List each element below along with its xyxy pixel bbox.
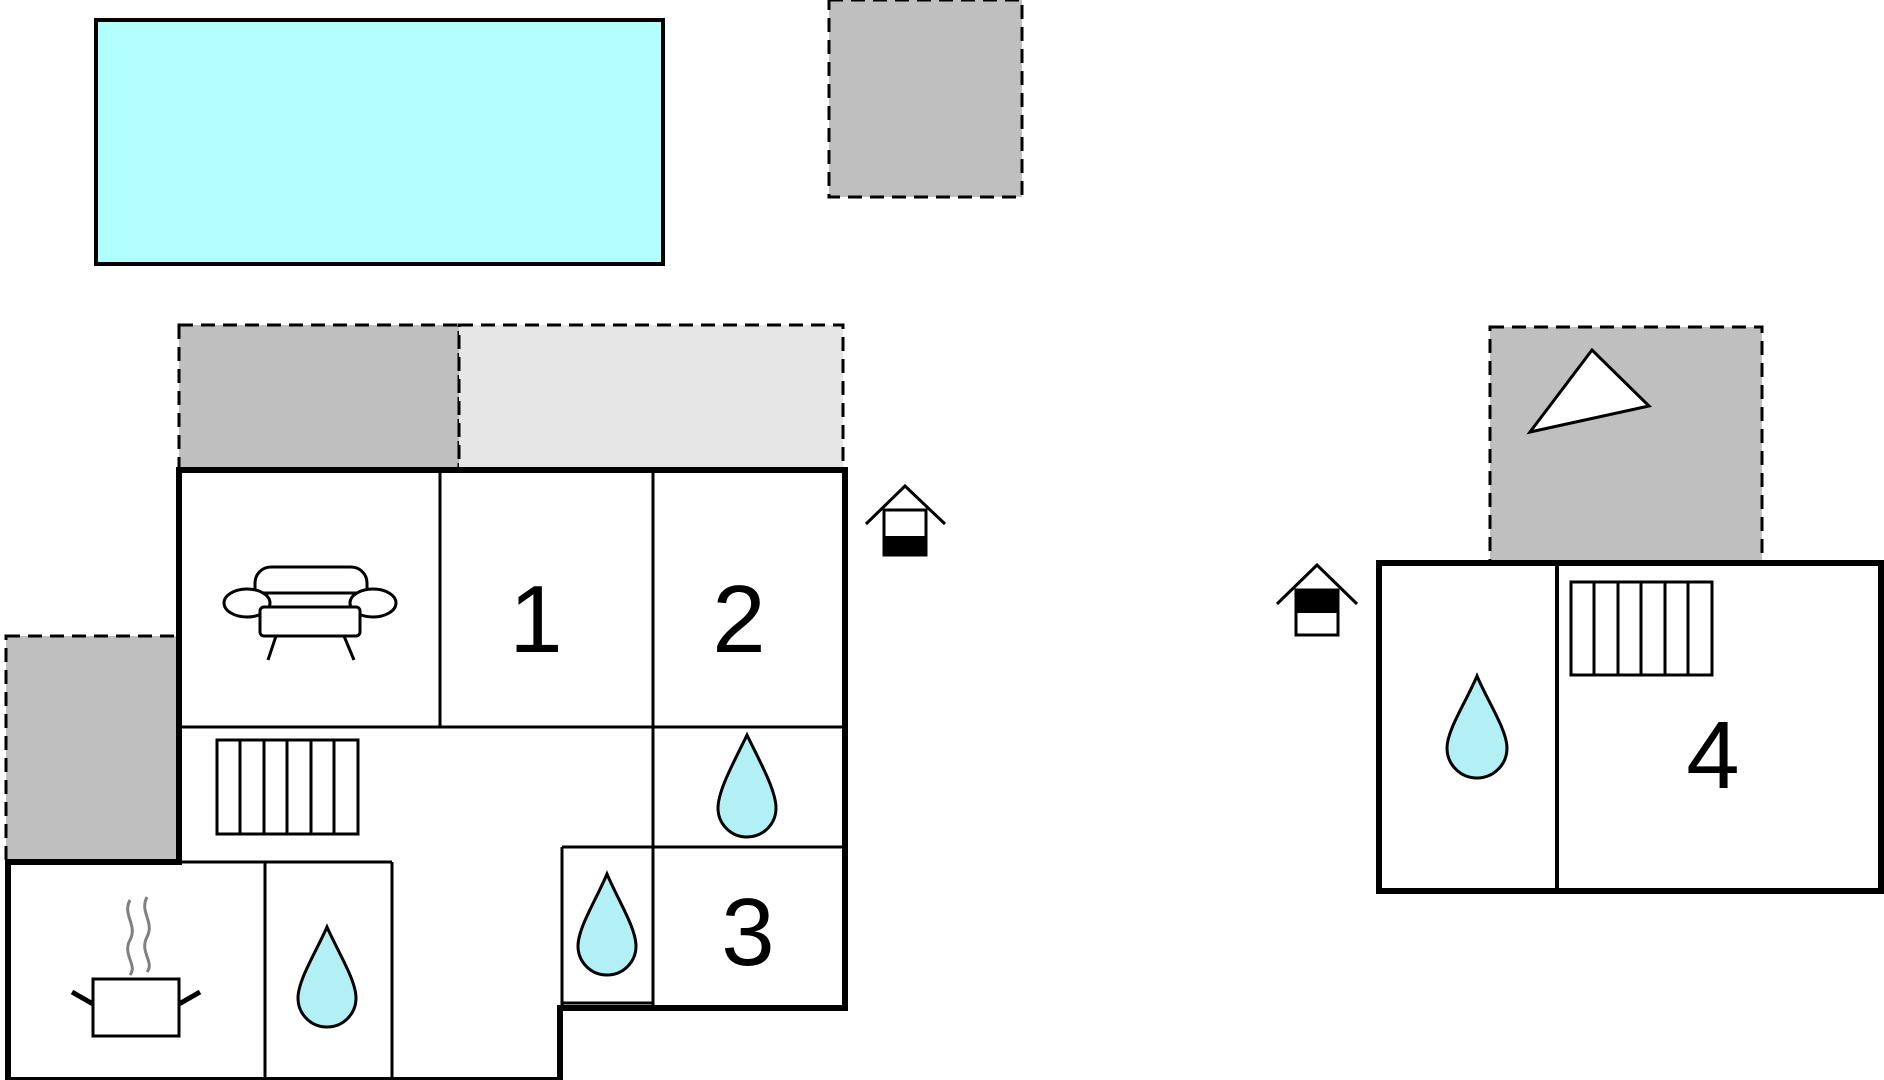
pool <box>94 18 665 266</box>
terrace-side <box>4 634 180 864</box>
terrace-right <box>457 323 845 472</box>
room-number-4: 4 <box>1686 702 1739 809</box>
north-arrow-icon <box>1526 347 1653 435</box>
stairs-icon <box>215 738 360 836</box>
terrace-annex <box>1488 325 1764 565</box>
water-drop-icon <box>296 923 358 1029</box>
cooking-pot-icon <box>70 896 202 1038</box>
terrace-top <box>827 0 1024 199</box>
stairs-icon <box>1569 580 1714 677</box>
room-number-2: 2 <box>712 566 765 673</box>
water-drop-icon <box>1445 672 1509 780</box>
main-house-outline <box>5 467 848 1080</box>
room-number-1: 1 <box>509 566 562 673</box>
water-drop-icon <box>576 870 638 977</box>
house-entrance-icon <box>1275 562 1359 637</box>
terrace-left <box>177 323 461 472</box>
water-drop-icon <box>716 731 778 839</box>
sofa-icon <box>222 565 398 661</box>
house-entrance-icon <box>864 483 947 557</box>
interior-walls <box>179 470 845 1080</box>
room-number-3: 3 <box>721 879 774 986</box>
